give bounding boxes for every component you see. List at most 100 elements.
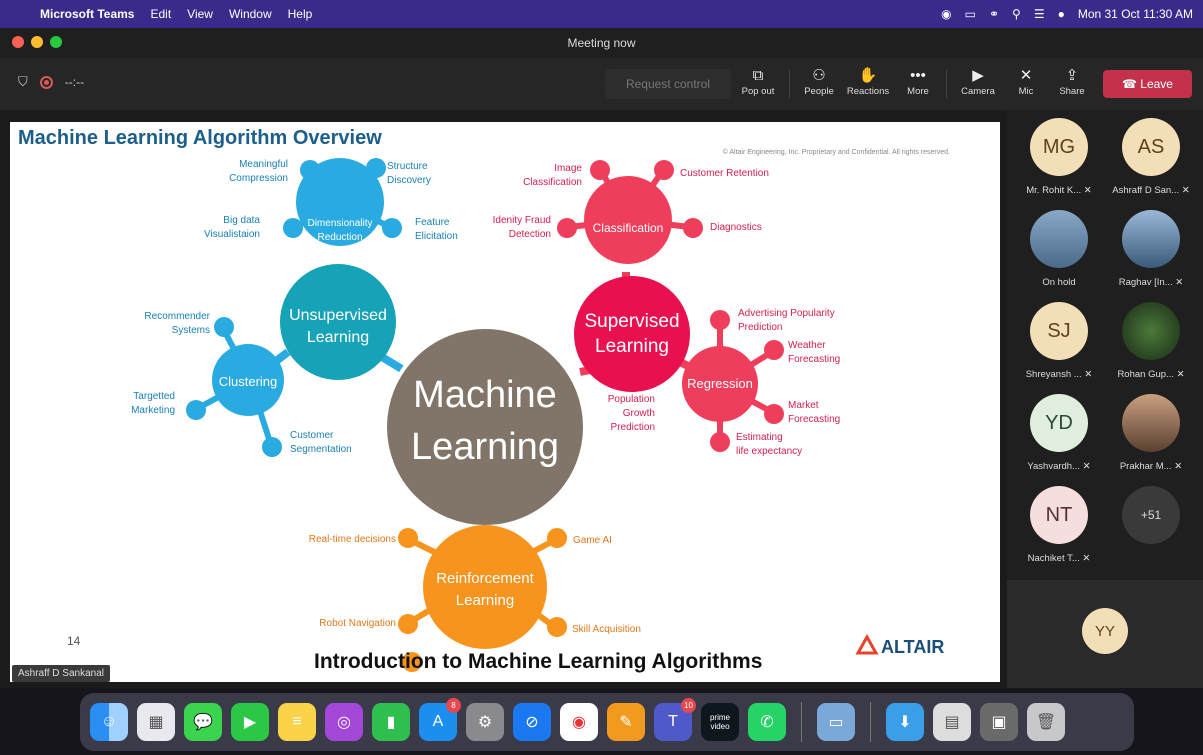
people-button[interactable]: ⚇People [792,66,846,97]
documents-stack-icon[interactable]: ▤ [933,703,971,741]
whatsapp-icon[interactable]: ✆ [748,703,786,741]
preview-icon[interactable]: ▭ [817,703,855,741]
facetime-icon[interactable]: ▶ [231,703,269,741]
label-weather-2: Forecasting [788,354,840,365]
participant-tile[interactable]: NT Nachiket T... ✕ [1013,486,1105,564]
ml-mindmap-diagram: Dimensionality Reduction Clustering Unsu… [18,127,950,672]
mic-off-icon: ✕ [1083,185,1092,196]
mic-button[interactable]: ✕Mic [999,66,1053,97]
control-center-icon[interactable]: ☰ [1033,7,1045,21]
people-icon: ⚇ [812,67,826,84]
participant-tile[interactable]: On hold [1013,210,1105,288]
reactions-button[interactable]: ✋Reactions [841,66,895,97]
hub-supervised-line2: Learning [595,336,669,357]
caption-overlay: Introduction to Machine Learning Algorit… [314,650,763,673]
center-learning: Learning [411,426,559,468]
label-customer-seg-2: Segmentation [290,444,352,455]
hub-supervised-line1: Supervised [584,311,679,332]
self-view: YY [1007,580,1203,688]
avatar [1122,302,1180,360]
prime-video-icon[interactable]: prime video [701,703,739,741]
pop-out-button[interactable]: ⧉Pop out [731,66,785,97]
participant-tile[interactable]: SJ Shreyansh ... ✕ [1013,302,1105,380]
numbers-icon[interactable]: ▮ [372,703,410,741]
system-preferences-icon[interactable]: ⚙ [466,703,504,741]
avatar [1122,210,1180,268]
launchpad-icon[interactable]: ▦ [137,703,175,741]
chrome-icon[interactable]: ◉ [560,703,598,741]
macos-menu-bar: Microsoft Teams Edit View Window Help ◉ … [0,0,1203,28]
altair-logo-icon [855,633,879,655]
notes-icon[interactable]: ≡ [278,703,316,741]
request-control-button[interactable]: Request control [605,69,731,99]
more-participants-button[interactable]: +51 [1105,486,1197,544]
label-meaningful-1: Meaningful [239,159,288,170]
label-feature-2: Elicitation [415,231,458,242]
safari-icon[interactable]: ⊘ [513,703,551,741]
label-targetted-1: Targetted [133,391,175,402]
participant-name: Ashraff D San... [1112,185,1180,196]
participant-tile[interactable]: Raghav [In... ✕ [1105,210,1197,288]
self-avatar: YY [1082,608,1128,654]
label-robot: Robot Navigation [319,618,396,629]
participant-name: Rohan Gup... [1117,369,1174,380]
hub-unsupervised-line1: Unsupervised [289,307,387,324]
menu-app-name[interactable]: Microsoft Teams [40,7,135,21]
label-advertising-2: Prediction [738,322,782,333]
downloads-folder-icon[interactable]: ⬇ [886,703,924,741]
mic-off-icon: ✕ [1082,461,1091,472]
label-skill: Skill Acquisition [572,624,641,635]
search-icon[interactable]: ⚲ [1012,7,1021,21]
finder-icon[interactable]: ☺ [90,703,128,741]
mic-off-icon: ✕ [1176,369,1185,380]
participant-name: Nachiket T... [1027,553,1080,564]
avatar: NT [1030,486,1088,544]
participant-tile[interactable]: MG Mr. Rohit K... ✕ [1013,118,1105,196]
camera-off-icon: ▶ [972,67,984,84]
label-customer-retention: Customer Retention [680,168,769,179]
messages-icon[interactable]: 💬 [184,703,222,741]
close-window-button[interactable] [12,36,24,48]
mic-off-icon: ✕ [1174,461,1183,472]
label-market-2: Forecasting [788,414,840,425]
pop-out-icon: ⧉ [752,67,764,84]
label-image-2: Classification [523,177,582,188]
menu-view[interactable]: View [187,7,213,21]
screenshots-stack-icon[interactable]: ▣ [980,703,1018,741]
siri-icon[interactable]: ● [1057,7,1065,21]
participant-tile[interactable]: AS Ashraff D San... ✕ [1105,118,1197,196]
leave-button[interactable]: ☎ Leave [1103,70,1192,98]
participant-tile[interactable]: YD Yashvardh... ✕ [1013,394,1105,472]
participant-tile[interactable]: Prakhar M... ✕ [1105,394,1197,472]
pages-icon[interactable]: ✎ [607,703,645,741]
camera-button[interactable]: ▶Camera [951,66,1005,97]
minimize-window-button[interactable] [31,36,43,48]
mic-off-icon: ✕ [1175,277,1184,288]
label-realtime: Real-time decisions [309,534,396,545]
avatar: YD [1030,394,1088,452]
participant-name: Raghav [In... [1118,277,1173,288]
share-button[interactable]: ⇪Share [1045,66,1099,97]
menu-help[interactable]: Help [287,7,313,21]
zoom-window-button[interactable] [50,36,62,48]
label-diagnostics: Diagnostics [710,222,762,233]
menu-edit[interactable]: Edit [150,7,172,21]
label-customer-seg-1: Customer [290,430,334,441]
hub-reinforcement-line2: Learning [456,592,514,609]
participant-name: Shreyansh ... [1025,369,1082,380]
battery-icon[interactable]: ▭ [964,7,976,21]
avatar: AS [1122,118,1180,176]
hub-unsupervised-line2: Learning [307,329,369,346]
menu-window[interactable]: Window [228,7,272,21]
more-button[interactable]: •••More [891,66,945,97]
participant-name: Yashvardh... [1027,461,1081,472]
play-status-icon[interactable]: ◉ [941,7,952,21]
link-icon[interactable]: ⚭ [988,7,1000,21]
participant-name: Mr. Rohit K... [1026,185,1082,196]
podcasts-icon[interactable]: ◎ [325,703,363,741]
participant-tile[interactable]: Rohan Gup... ✕ [1105,302,1197,380]
menu-datetime[interactable]: Mon 31 Oct 11:30 AM [1077,7,1193,21]
trash-icon[interactable]: 🗑 [1027,703,1065,741]
